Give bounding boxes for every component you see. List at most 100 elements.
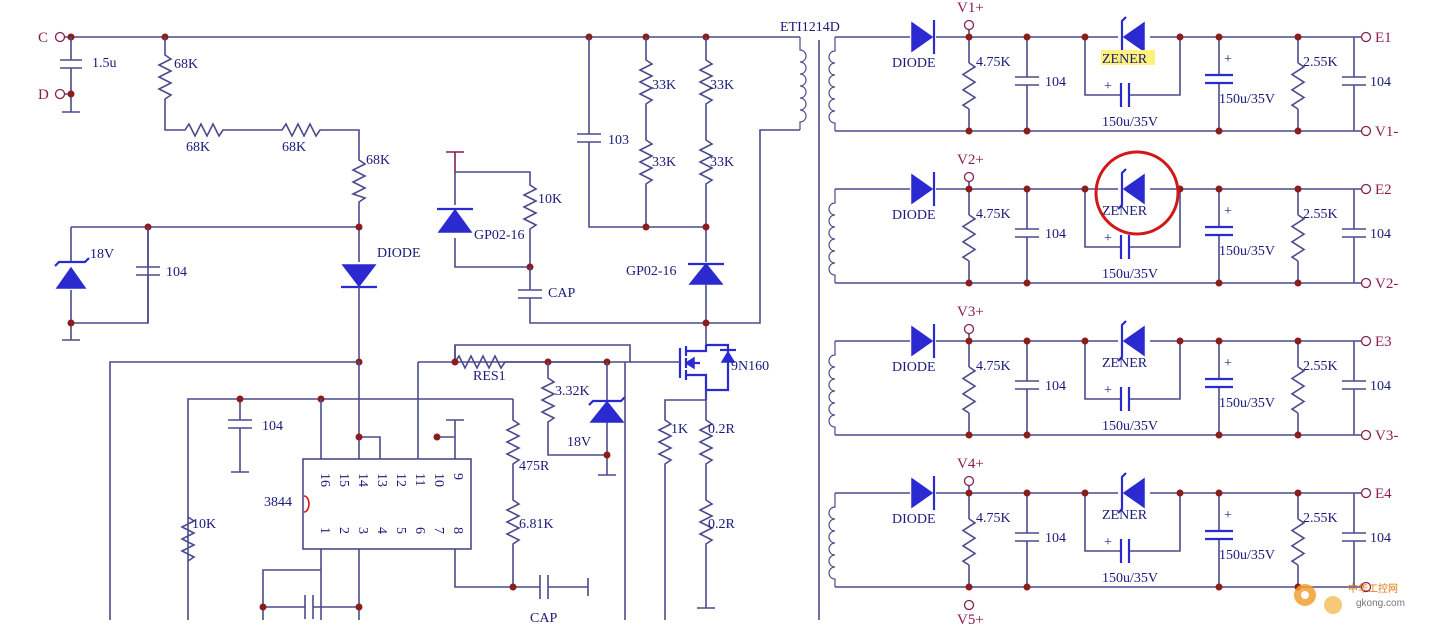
- label-150u: 150u/35V: [1102, 419, 1158, 434]
- node: [1215, 489, 1223, 497]
- ic-pin-number: 15: [336, 473, 351, 487]
- node: [236, 395, 244, 403]
- gate-wire: [454, 344, 680, 363]
- label-6-81k: 6.81K: [519, 517, 554, 532]
- label-diode: DIODE: [892, 512, 936, 527]
- node: [965, 185, 973, 193]
- label-diode-main: DIODE: [377, 246, 421, 261]
- ic-pin-number: 8: [450, 527, 465, 534]
- electrolytic-cap-150u: [1205, 529, 1233, 541]
- label-104: 104: [1045, 531, 1066, 546]
- node: [965, 279, 973, 287]
- label-diode: DIODE: [892, 360, 936, 375]
- ic-pin-number: 11: [412, 473, 427, 486]
- label-plus: +: [1104, 79, 1112, 94]
- resistor-2-55k: [1290, 341, 1306, 435]
- secondary-outputs: DIODEV1+4.75K104+ZENER150u/35V+150u/35V2…: [828, 0, 1398, 593]
- resistor-res1: [418, 345, 607, 370]
- ic-pin-number: 4: [374, 527, 389, 534]
- transformer-secondary-coil: [828, 189, 836, 283]
- node: [1294, 185, 1302, 193]
- resistor-4-75k: [961, 493, 977, 587]
- label-33k-c: 33K: [652, 155, 676, 170]
- label-2-55k: 2.55K: [1303, 55, 1338, 70]
- label-vplus: V4+: [957, 456, 984, 472]
- label-gp02-left: GP02-16: [474, 228, 525, 243]
- watermark-cn: 中华工控网: [1348, 582, 1398, 595]
- cap-left-wire: [518, 129, 800, 324]
- ic-pin-number: 3: [355, 527, 370, 534]
- label-zener: ZENER: [1102, 52, 1148, 67]
- node: [965, 33, 973, 41]
- label-1k: 1K: [671, 422, 688, 437]
- label-104: 104: [1045, 75, 1066, 90]
- label-plus: +: [1104, 231, 1112, 246]
- resistor-4-75k: [961, 341, 977, 435]
- zener-bar: [1117, 168, 1127, 210]
- label-4-75k: 4.75K: [976, 55, 1011, 70]
- zener-symbol: [1122, 21, 1145, 53]
- diode-main-symbol: [341, 264, 377, 288]
- zener-cap-loop: [1084, 189, 1181, 248]
- node: [1215, 583, 1223, 591]
- zener-bar: [1117, 320, 1127, 362]
- node: [1294, 431, 1302, 439]
- gear-icon-hole: [1301, 591, 1309, 599]
- resistor-33k-left: [638, 37, 654, 227]
- transformer-secondary-coil: [828, 341, 836, 435]
- label-150u: 150u/35V: [1102, 571, 1158, 586]
- resistor-2-55k: [1290, 189, 1306, 283]
- label-zener: ZENER: [1102, 204, 1148, 219]
- ic-bottom-pin-wires: [262, 549, 360, 620]
- label-2-55k: 2.55K: [1303, 511, 1338, 526]
- node: [1176, 33, 1184, 41]
- label-plus: +: [1104, 535, 1112, 550]
- label-vminus: V2-: [1375, 276, 1398, 292]
- electrolytic-cap-150u: [1205, 73, 1233, 85]
- zener-branch-wire: [62, 226, 359, 341]
- node: [509, 583, 517, 591]
- node: [1023, 185, 1031, 193]
- electrolytic-cap-series: [1119, 83, 1131, 107]
- label-104-right: 104: [1370, 379, 1391, 394]
- terminal-vplus: [963, 475, 975, 487]
- label-68k-c: 68K: [282, 140, 306, 155]
- node: [1294, 337, 1302, 345]
- label-2-55k: 2.55K: [1303, 207, 1338, 222]
- label-104: 104: [1045, 227, 1066, 242]
- terminal-vminus: [1360, 125, 1372, 137]
- node: [1215, 127, 1223, 135]
- label-2-55k: 2.55K: [1303, 359, 1338, 374]
- node: [1215, 185, 1223, 193]
- label-gp02-right: GP02-16: [626, 264, 677, 279]
- zener-18v-b-symbol: [589, 400, 625, 423]
- label-ic-3844: 3844: [264, 495, 292, 510]
- ic-pin-number: 12: [393, 473, 408, 487]
- label-104-left: 104: [166, 265, 187, 280]
- terminal-vminus: [1360, 429, 1372, 441]
- label-diode: DIODE: [892, 56, 936, 71]
- zener-18v-b-bar: [588, 396, 626, 406]
- label-diode: DIODE: [892, 208, 936, 223]
- ic-3844-body: [302, 458, 472, 550]
- terminal-vminus: [1360, 581, 1372, 593]
- ic-top-pin-wires: [320, 399, 464, 459]
- node: [1023, 583, 1031, 591]
- node: [1294, 279, 1302, 287]
- terminal-e: [1360, 487, 1372, 499]
- mosfet-9n160-symbol: [678, 343, 730, 400]
- node: [1023, 489, 1031, 497]
- label-res1: RES1: [473, 369, 506, 384]
- label-150u-ecap: 150u/35V: [1219, 92, 1275, 107]
- watermark-logo: 中华工控网 gkong.com: [1294, 582, 1405, 614]
- diode-symbol: [911, 173, 934, 205]
- label-plus: +: [1224, 508, 1232, 523]
- label-vplus: V3+: [957, 304, 984, 320]
- label-104-right: 104: [1370, 75, 1391, 90]
- ic-pin-number: 5: [393, 527, 408, 534]
- electrolytic-cap-series: [1119, 387, 1131, 411]
